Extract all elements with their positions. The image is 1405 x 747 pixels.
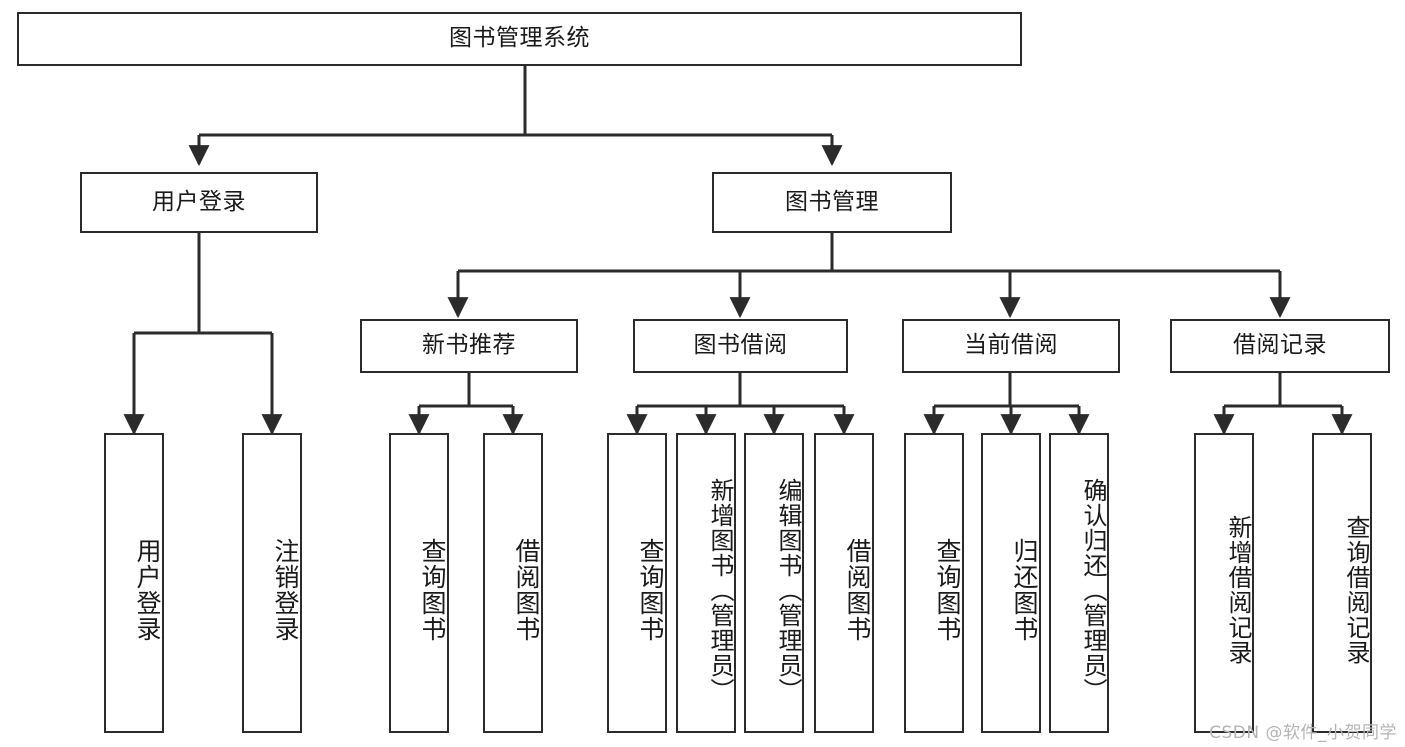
node-current-borrow[interactable]: 当前借阅 [902, 319, 1120, 373]
node-label: 用户登录 [133, 538, 162, 642]
leaf-book-borrow-edit[interactable]: 编辑图书（管理员） [744, 433, 804, 733]
leaf-new-book-borrow[interactable]: 借阅图书 [483, 433, 543, 733]
node-book-borrow[interactable]: 图书借阅 [633, 319, 848, 373]
node-label: 新增图书（管理员） [706, 477, 734, 703]
node-label: 用户登录 [152, 188, 246, 215]
node-label: 确认归还（管理员） [1079, 477, 1107, 703]
node-book-management[interactable]: 图书管理 [712, 172, 952, 233]
leaf-current-borrow-confirm-return[interactable]: 确认归还（管理员） [1049, 433, 1109, 733]
node-label: 借阅图书 [843, 538, 872, 642]
node-label: 图书借阅 [693, 332, 788, 359]
node-label: 当前借阅 [964, 332, 1058, 359]
node-label: 查询借阅记录 [1342, 515, 1370, 665]
leaf-current-borrow-query[interactable]: 查询图书 [904, 433, 964, 733]
leaf-new-book-query[interactable]: 查询图书 [389, 433, 449, 733]
node-label: 新增借阅记录 [1224, 515, 1252, 665]
node-borrow-record[interactable]: 借阅记录 [1170, 319, 1390, 373]
node-label: 新书推荐 [422, 332, 516, 359]
node-label: 借阅图书 [512, 538, 541, 642]
watermark: CSDN @软件_小贺同学 [1209, 723, 1397, 743]
node-label: 借阅记录 [1233, 332, 1327, 359]
leaf-borrow-record-add[interactable]: 新增借阅记录 [1194, 433, 1254, 733]
node-label: 查询图书 [418, 538, 447, 642]
node-label: 注销登录 [271, 538, 300, 642]
leaf-current-borrow-return[interactable]: 归还图书 [981, 433, 1041, 733]
node-new-book-recommend[interactable]: 新书推荐 [360, 319, 578, 373]
node-root-book-management-system[interactable]: 图书管理系统 [17, 12, 1022, 66]
leaf-borrow-record-query[interactable]: 查询借阅记录 [1312, 433, 1372, 733]
leaf-book-borrow-borrow[interactable]: 借阅图书 [814, 433, 874, 733]
node-label: 编辑图书（管理员） [774, 477, 802, 703]
leaf-user-login-signin[interactable]: 用户登录 [104, 433, 164, 733]
node-label: 查询图书 [636, 538, 665, 642]
node-label: 归还图书 [1010, 538, 1039, 642]
node-label: 查询图书 [933, 538, 962, 642]
node-label: 图书管理 [785, 188, 879, 215]
node-label: 图书管理系统 [449, 25, 590, 52]
leaf-book-borrow-add[interactable]: 新增图书（管理员） [676, 433, 736, 733]
node-user-login[interactable]: 用户登录 [80, 172, 318, 233]
leaf-book-borrow-query[interactable]: 查询图书 [607, 433, 667, 733]
leaf-user-login-signout[interactable]: 注销登录 [242, 433, 302, 733]
